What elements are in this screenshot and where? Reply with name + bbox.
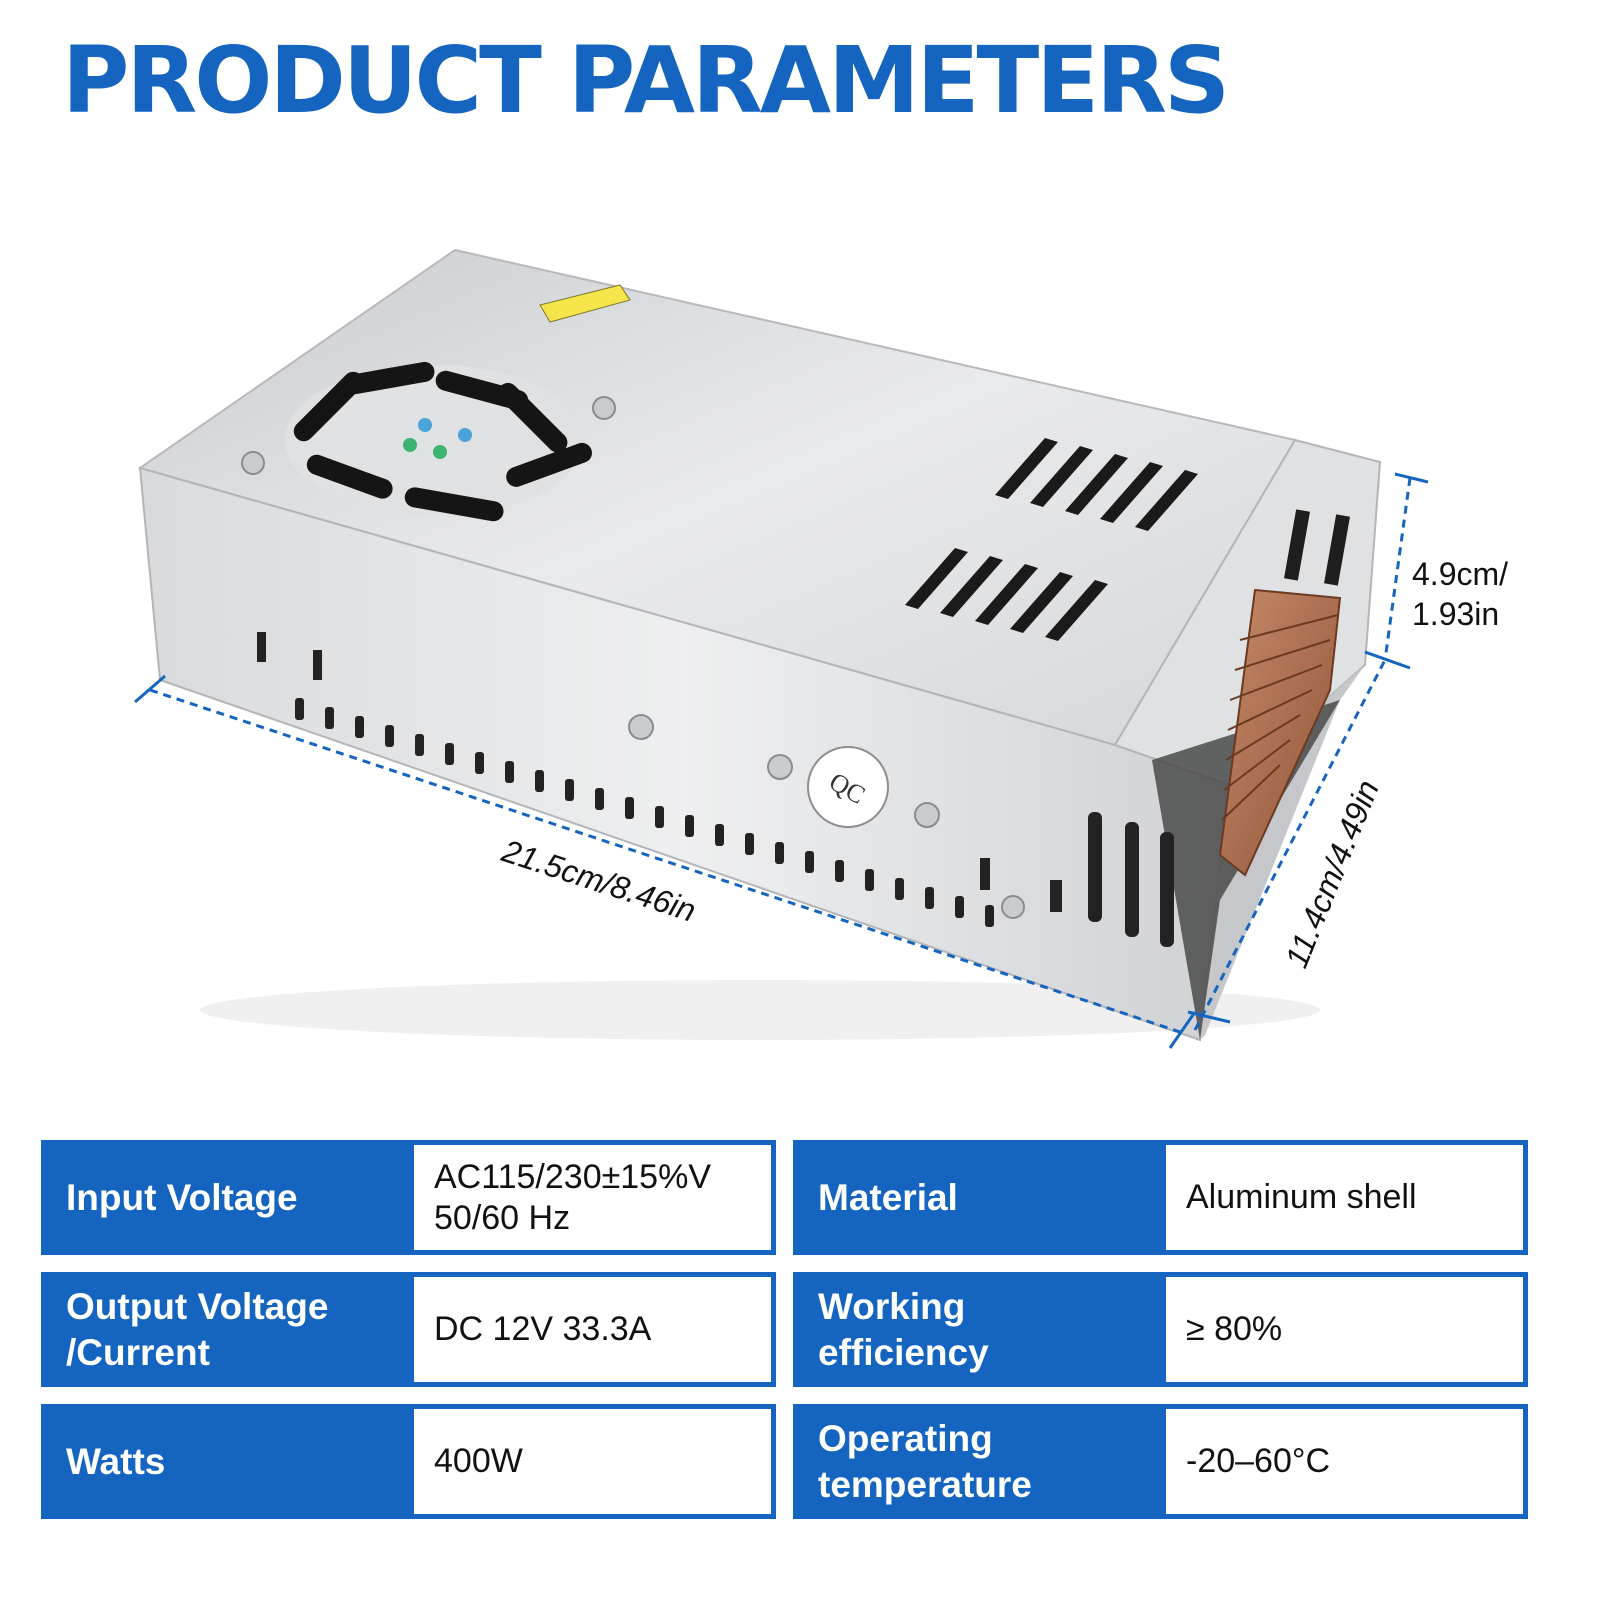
spec-value: ≥ 80%	[1186, 1310, 1283, 1349]
front-vent-slots	[257, 632, 1174, 947]
height-line-2: 1.93in	[1412, 596, 1499, 632]
spec-row-output-voltage: Output Voltage /Current DC 12V 33.3A	[41, 1272, 776, 1387]
spec-label: Operating temperature	[798, 1409, 1166, 1514]
height-dimension-label: 4.9cm/ 1.93in	[1412, 556, 1517, 632]
qc-passed-sticker: QC	[807, 746, 889, 828]
spec-label: Material	[798, 1145, 1166, 1250]
spec-label: Input Voltage	[46, 1145, 414, 1250]
terminal-block	[1218, 588, 1342, 877]
top-vents	[905, 438, 1198, 641]
spec-label: Output Voltage /Current	[46, 1277, 414, 1382]
height-line-1: 4.9cm/	[1412, 556, 1508, 592]
spec-value: 400W	[434, 1442, 523, 1481]
spec-table: Input Voltage AC115/230±15%V 50/60 Hz Ou…	[41, 1140, 1560, 1560]
spec-value: Aluminum shell	[1186, 1178, 1417, 1217]
height-dimension-line	[1383, 477, 1412, 661]
spec-row-working-efficiency: Working efficiency ≥ 80%	[793, 1272, 1528, 1387]
spec-row-watts: Watts 400W	[41, 1404, 776, 1519]
spec-value: DC 12V 33.3A	[434, 1310, 652, 1349]
spec-row-material: Material Aluminum shell	[793, 1140, 1528, 1255]
spec-row-input-voltage: Input Voltage AC115/230±15%V 50/60 Hz	[41, 1140, 776, 1255]
power-supply-illustration: QC	[0, 220, 1600, 1100]
page-title: PRODUCT PARAMETERS	[62, 27, 1230, 134]
spec-value: -20–60°C	[1186, 1442, 1331, 1481]
spec-label: Watts	[46, 1409, 414, 1514]
spec-label: Working efficiency	[798, 1277, 1166, 1382]
spec-row-operating-temperature: Operating temperature -20–60°C	[793, 1404, 1528, 1519]
fan-grille	[285, 361, 592, 522]
spec-value: AC115/230±15%V 50/60 Hz	[434, 1157, 711, 1237]
